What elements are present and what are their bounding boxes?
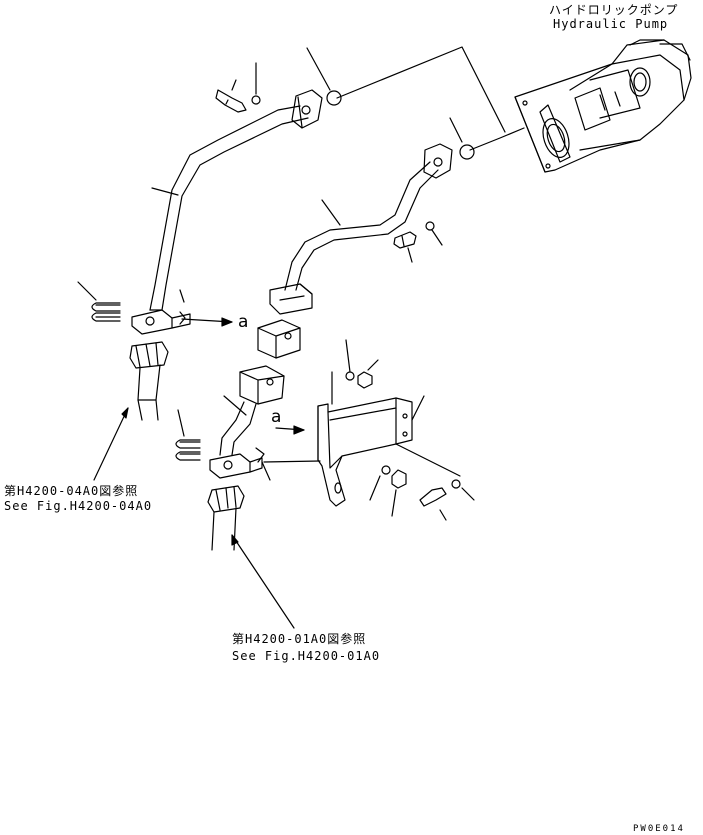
leader-middle-tube [321, 199, 341, 226]
pump-label-en: Hydraulic Pump [553, 17, 669, 31]
upper-tube [149, 89, 323, 311]
leader [449, 117, 463, 143]
leader-ref1 [93, 407, 129, 481]
bracket-hardware [345, 339, 475, 521]
leader-oring-left [179, 289, 185, 303]
flange-line [263, 460, 321, 463]
block-middle [257, 319, 301, 359]
u-bolt-lower [175, 409, 201, 461]
bolt-middle [393, 221, 443, 263]
middle-tube [269, 143, 453, 315]
reference-1-en: See Fig.H4200-04A0 [4, 499, 153, 513]
leader-ref2 [231, 534, 295, 629]
bolt-upper [215, 62, 261, 113]
reference-1-jp: 第H4200-04A0図参照 [4, 484, 139, 498]
leader-pump-2 [469, 127, 525, 151]
oring-lower [459, 144, 475, 160]
hose-fitting-left [129, 341, 169, 421]
lower-tube [219, 365, 285, 456]
leader-lower-tube [223, 395, 247, 416]
oring-upper [326, 90, 342, 106]
leader-oring-lower [261, 461, 271, 481]
bracket [317, 371, 425, 507]
leader-upper-tube [151, 187, 179, 196]
reference-2-en: See Fig.H4200-01A0 [232, 649, 381, 663]
split-flange-lower [209, 447, 265, 479]
arrow-label-a-lower: a [271, 407, 282, 427]
leader [306, 47, 331, 91]
reference-2-jp: 第H4200-01A0図参照 [232, 632, 367, 646]
drawing-code: PW0E014 [633, 824, 685, 834]
leader-pump-1 [336, 46, 506, 133]
arrow-label-a-upper: a [238, 312, 249, 332]
split-flange-left [131, 309, 191, 335]
hydraulic-pump [514, 39, 692, 173]
hose-fitting-lower [207, 485, 245, 551]
pump-label-jp: ハイドロリックポンプ [549, 3, 679, 17]
leader-bracket-bolt [395, 443, 461, 477]
u-bolt-left [77, 281, 121, 322]
